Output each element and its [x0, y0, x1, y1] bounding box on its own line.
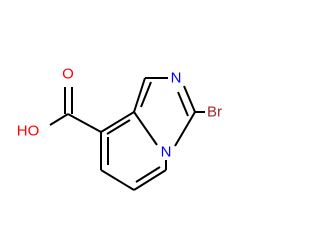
bond-c8a-c1-inner	[140, 81, 152, 108]
bond-c7-c6	[100, 169, 135, 191]
bond-c8a-c8-inner	[106, 119, 131, 135]
bond-c6-c5-outer	[133, 169, 167, 191]
atom-nitrogen-bridgehead: N	[161, 144, 172, 161]
bond-c3-n4	[174, 111, 196, 147]
chemical-structure-diagram: O HO N N Br	[17, 66, 222, 191]
bond-c6-c5-inner	[135, 166, 161, 183]
bond-carboxyl-c-ring	[67, 113, 102, 133]
atom-hydroxyl: HO	[17, 123, 40, 140]
atom-nitrogen-imidazole: N	[171, 70, 182, 87]
bond-c8a-c1-outer	[133, 77, 146, 113]
bond-n4-c8a	[133, 111, 158, 146]
atom-oxygen-carbonyl: O	[62, 66, 74, 83]
bond-c8a-c8-outer	[100, 111, 135, 133]
bond-carboxyl-c-oh	[49, 113, 69, 126]
bond-n2-c3-inner	[177, 91, 189, 117]
bond-n2-c3-outer	[183, 85, 196, 113]
atom-bromine: Br	[207, 104, 222, 121]
